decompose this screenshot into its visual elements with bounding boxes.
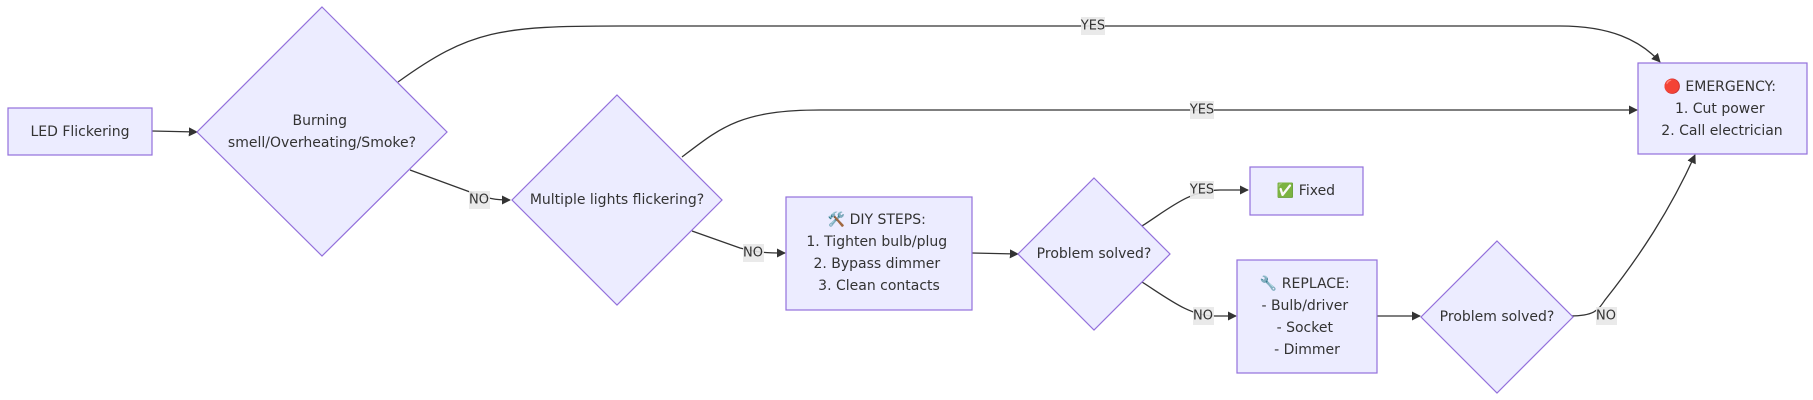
edge-solved1-no-to-replace [1141, 281, 1237, 321]
svg-text:LED Flickering: LED Flickering [30, 124, 129, 140]
node-replace-line: - Bulb/driver [1261, 298, 1348, 314]
edge-label-burning-no: NO [469, 193, 489, 208]
edge-label-multiple-yes: YES [1189, 103, 1214, 118]
node-diy-line: 1. Tighten bulb/plug [806, 234, 947, 250]
edge-label-solved2-no: NO [1596, 309, 1616, 324]
node-burning-line: Burning [293, 113, 348, 129]
node-diy-steps: 🛠️ DIY STEPS: 1. Tighten bulb/plug 2. By… [785, 196, 973, 311]
svg-text:🔧 REPLACE: - Bulb/drive: 🔧 REPLACE: - Bulb/driver - Socket - Dimm… [1260, 274, 1354, 358]
edge-burning-yes-to-emergency [397, 25, 1661, 83]
node-emergency-line: 🔴 EMERGENCY: [1664, 78, 1777, 95]
edge-solved2-no-to-emergency [1569, 154, 1696, 317]
node-fixed: ✅ Fixed [1249, 166, 1364, 216]
node-solved1-line: Problem solved? [1037, 246, 1152, 262]
edge-burning-no-to-multiple [409, 169, 511, 205]
node-emergency-line: 1. Cut power [1675, 101, 1765, 117]
node-multiple-lights-decision: Multiple lights flickering? [511, 94, 723, 306]
node-problem-solved-2-decision: Problem solved? [1420, 240, 1574, 394]
svg-text:✅ Fixed: ✅ Fixed [1277, 182, 1335, 199]
svg-text:🔴 EMERGENCY: 1. Cut pow: 🔴 EMERGENCY: 1. Cut power 2. Call electr… [1661, 78, 1782, 139]
node-burning-line: smell/Overheating/Smoke? [228, 135, 416, 151]
edge-label-multiple-no: NO [743, 246, 763, 261]
node-burning-smell-decision: Burning smell/Overheating/Smoke? [196, 6, 448, 257]
edge-label-burning-yes: YES [1080, 19, 1105, 34]
node-diy-line: 2. Bypass dimmer [813, 256, 940, 272]
node-replace-line: - Dimmer [1274, 342, 1340, 358]
edge-multiple-yes-to-emergency [681, 105, 1638, 158]
node-fixed-line: ✅ Fixed [1277, 182, 1335, 199]
node-emergency: 🔴 EMERGENCY: 1. Cut power 2. Call electr… [1637, 62, 1808, 155]
node-problem-solved-1-decision: Problem solved? [1017, 177, 1171, 331]
node-replace: 🔧 REPLACE: - Bulb/driver - Socket - Dimm… [1236, 259, 1378, 374]
edge-multiple-no-to-diy [691, 230, 786, 258]
svg-text:Burning smell/Overheatin: Burning smell/Overheating/Smoke? [228, 113, 416, 151]
node-led-flickering: LED Flickering [7, 107, 153, 156]
node-replace-line: 🔧 REPLACE: [1260, 274, 1350, 292]
node-multiple-line: Multiple lights flickering? [530, 192, 704, 208]
svg-text:🛠️ DIY STEPS: 1. Tighte: 🛠️ DIY STEPS: 1. Tighten bulb/plug 2. By… [806, 210, 951, 294]
node-solved2-line: Problem solved? [1440, 309, 1555, 325]
edge-solved1-yes-to-fixed [1141, 185, 1249, 227]
node-diy-line: 3. Clean contacts [818, 278, 940, 294]
node-diy-line: 🛠️ DIY STEPS: [828, 210, 926, 228]
node-led-flickering-line: LED Flickering [30, 124, 129, 140]
edge-diy-to-solved1 [971, 249, 1019, 259]
node-replace-line: - Socket [1277, 320, 1334, 336]
edge-label-solved1-yes: YES [1189, 183, 1214, 198]
svg-text:Problem solved?: Problem solved? [1440, 309, 1555, 325]
node-emergency-line: 2. Call electrician [1661, 123, 1782, 139]
svg-text:Multiple lights flickering?: Multiple lights flickering? [530, 192, 704, 208]
edge-start-to-burning [151, 127, 198, 137]
edge-labels: YES YES NO NO YES NO NO [469, 17, 1617, 325]
edge-label-solved1-no: NO [1193, 309, 1213, 324]
svg-text:Problem solved?: Problem solved? [1037, 246, 1152, 262]
